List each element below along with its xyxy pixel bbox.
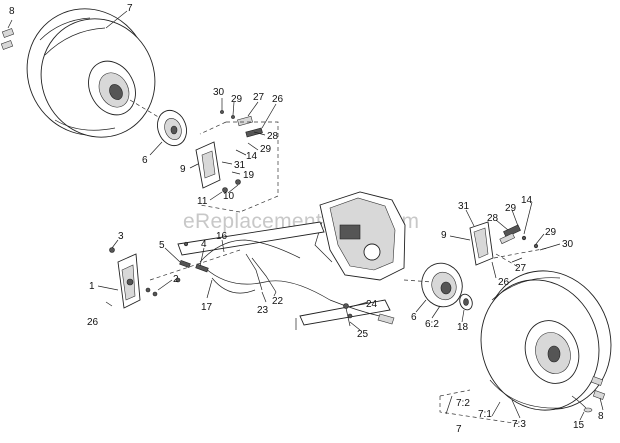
callout-26-upper: 26 — [272, 94, 284, 105]
callout-2: 2 — [173, 274, 179, 285]
callout-9-upper: 9 — [180, 164, 186, 175]
upper-hub — [129, 99, 187, 156]
callout-6-upper: 6 — [142, 155, 148, 166]
lug-bolt-upper — [0, 19, 15, 50]
callout-3: 3 — [118, 231, 124, 242]
callout-14-right: 14 — [521, 195, 533, 206]
callout-17: 17 — [201, 302, 213, 313]
brake-cables — [199, 239, 395, 325]
lower-tire-assembly — [480, 270, 612, 411]
callout-labels: 8 7 6 30 29 27 26 28 29 14 9 31 19 11 10… — [9, 3, 604, 435]
callout-24: 24 — [366, 299, 378, 310]
callout-25: 25 — [357, 329, 369, 340]
callout-5: 5 — [159, 240, 165, 251]
callout-29-upper-b: 29 — [260, 144, 272, 155]
upper-spring-hardware — [220, 110, 263, 138]
callout-22: 22 — [272, 296, 284, 307]
lower-dashed-frame — [439, 389, 521, 425]
callout-30-upper: 30 — [213, 87, 225, 98]
callout-26-left: 26 — [87, 317, 99, 328]
callout-26-right: 26 — [498, 277, 510, 288]
callout-30-right: 30 — [562, 239, 574, 250]
callout-7-2: 7:2 — [456, 398, 470, 409]
callout-8-upper: 8 — [9, 6, 15, 17]
leader-lines — [97, 10, 604, 421]
callout-19: 19 — [243, 170, 255, 181]
callout-7-1: 7:1 — [478, 409, 492, 420]
callout-23: 23 — [257, 305, 269, 316]
upper-dashed-frame — [199, 121, 279, 213]
callout-15: 15 — [573, 420, 585, 431]
callout-31-upper: 31 — [234, 160, 246, 171]
callout-29-right: 29 — [505, 203, 517, 214]
callout-6-2: 6:2 — [425, 319, 439, 330]
callout-29-upper: 29 — [231, 94, 243, 105]
bolt-hardware-mid — [343, 303, 353, 327]
upper-tire-assembly — [26, 8, 156, 138]
callout-11: 11 — [197, 196, 208, 207]
callout-10: 10 — [223, 191, 235, 202]
callout-14-upper: 14 — [246, 151, 258, 162]
callout-7-lower: 7 — [456, 424, 462, 435]
callout-27-upper: 27 — [253, 92, 265, 103]
frame-rail — [177, 221, 391, 330]
callout-9-right: 9 — [441, 230, 447, 241]
right-brake-bracket — [469, 221, 549, 269]
callout-7-upper: 7 — [127, 3, 133, 14]
callout-6-right: 6 — [411, 312, 417, 323]
callout-28-right: 28 — [487, 213, 499, 224]
callout-29-right-b: 29 — [545, 227, 557, 238]
callout-18: 18 — [457, 322, 469, 333]
valve-stem — [571, 395, 593, 413]
callout-1: 1 — [89, 281, 95, 292]
callout-8-lower: 8 — [598, 411, 604, 422]
spring-parts — [149, 241, 241, 283]
left-brake-pedal-bracket — [105, 247, 158, 309]
engine-frame — [314, 191, 406, 281]
right-hub — [403, 262, 473, 311]
lug-bolt-lower — [590, 376, 606, 400]
callout-31-right: 31 — [458, 201, 470, 212]
upper-brake-bracket — [189, 141, 241, 193]
callout-28-upper: 28 — [267, 131, 279, 142]
callout-16: 16 — [216, 231, 228, 242]
callout-4: 4 — [201, 239, 207, 250]
callout-27-right: 27 — [515, 263, 527, 274]
callout-7-3: 7:3 — [512, 419, 526, 430]
